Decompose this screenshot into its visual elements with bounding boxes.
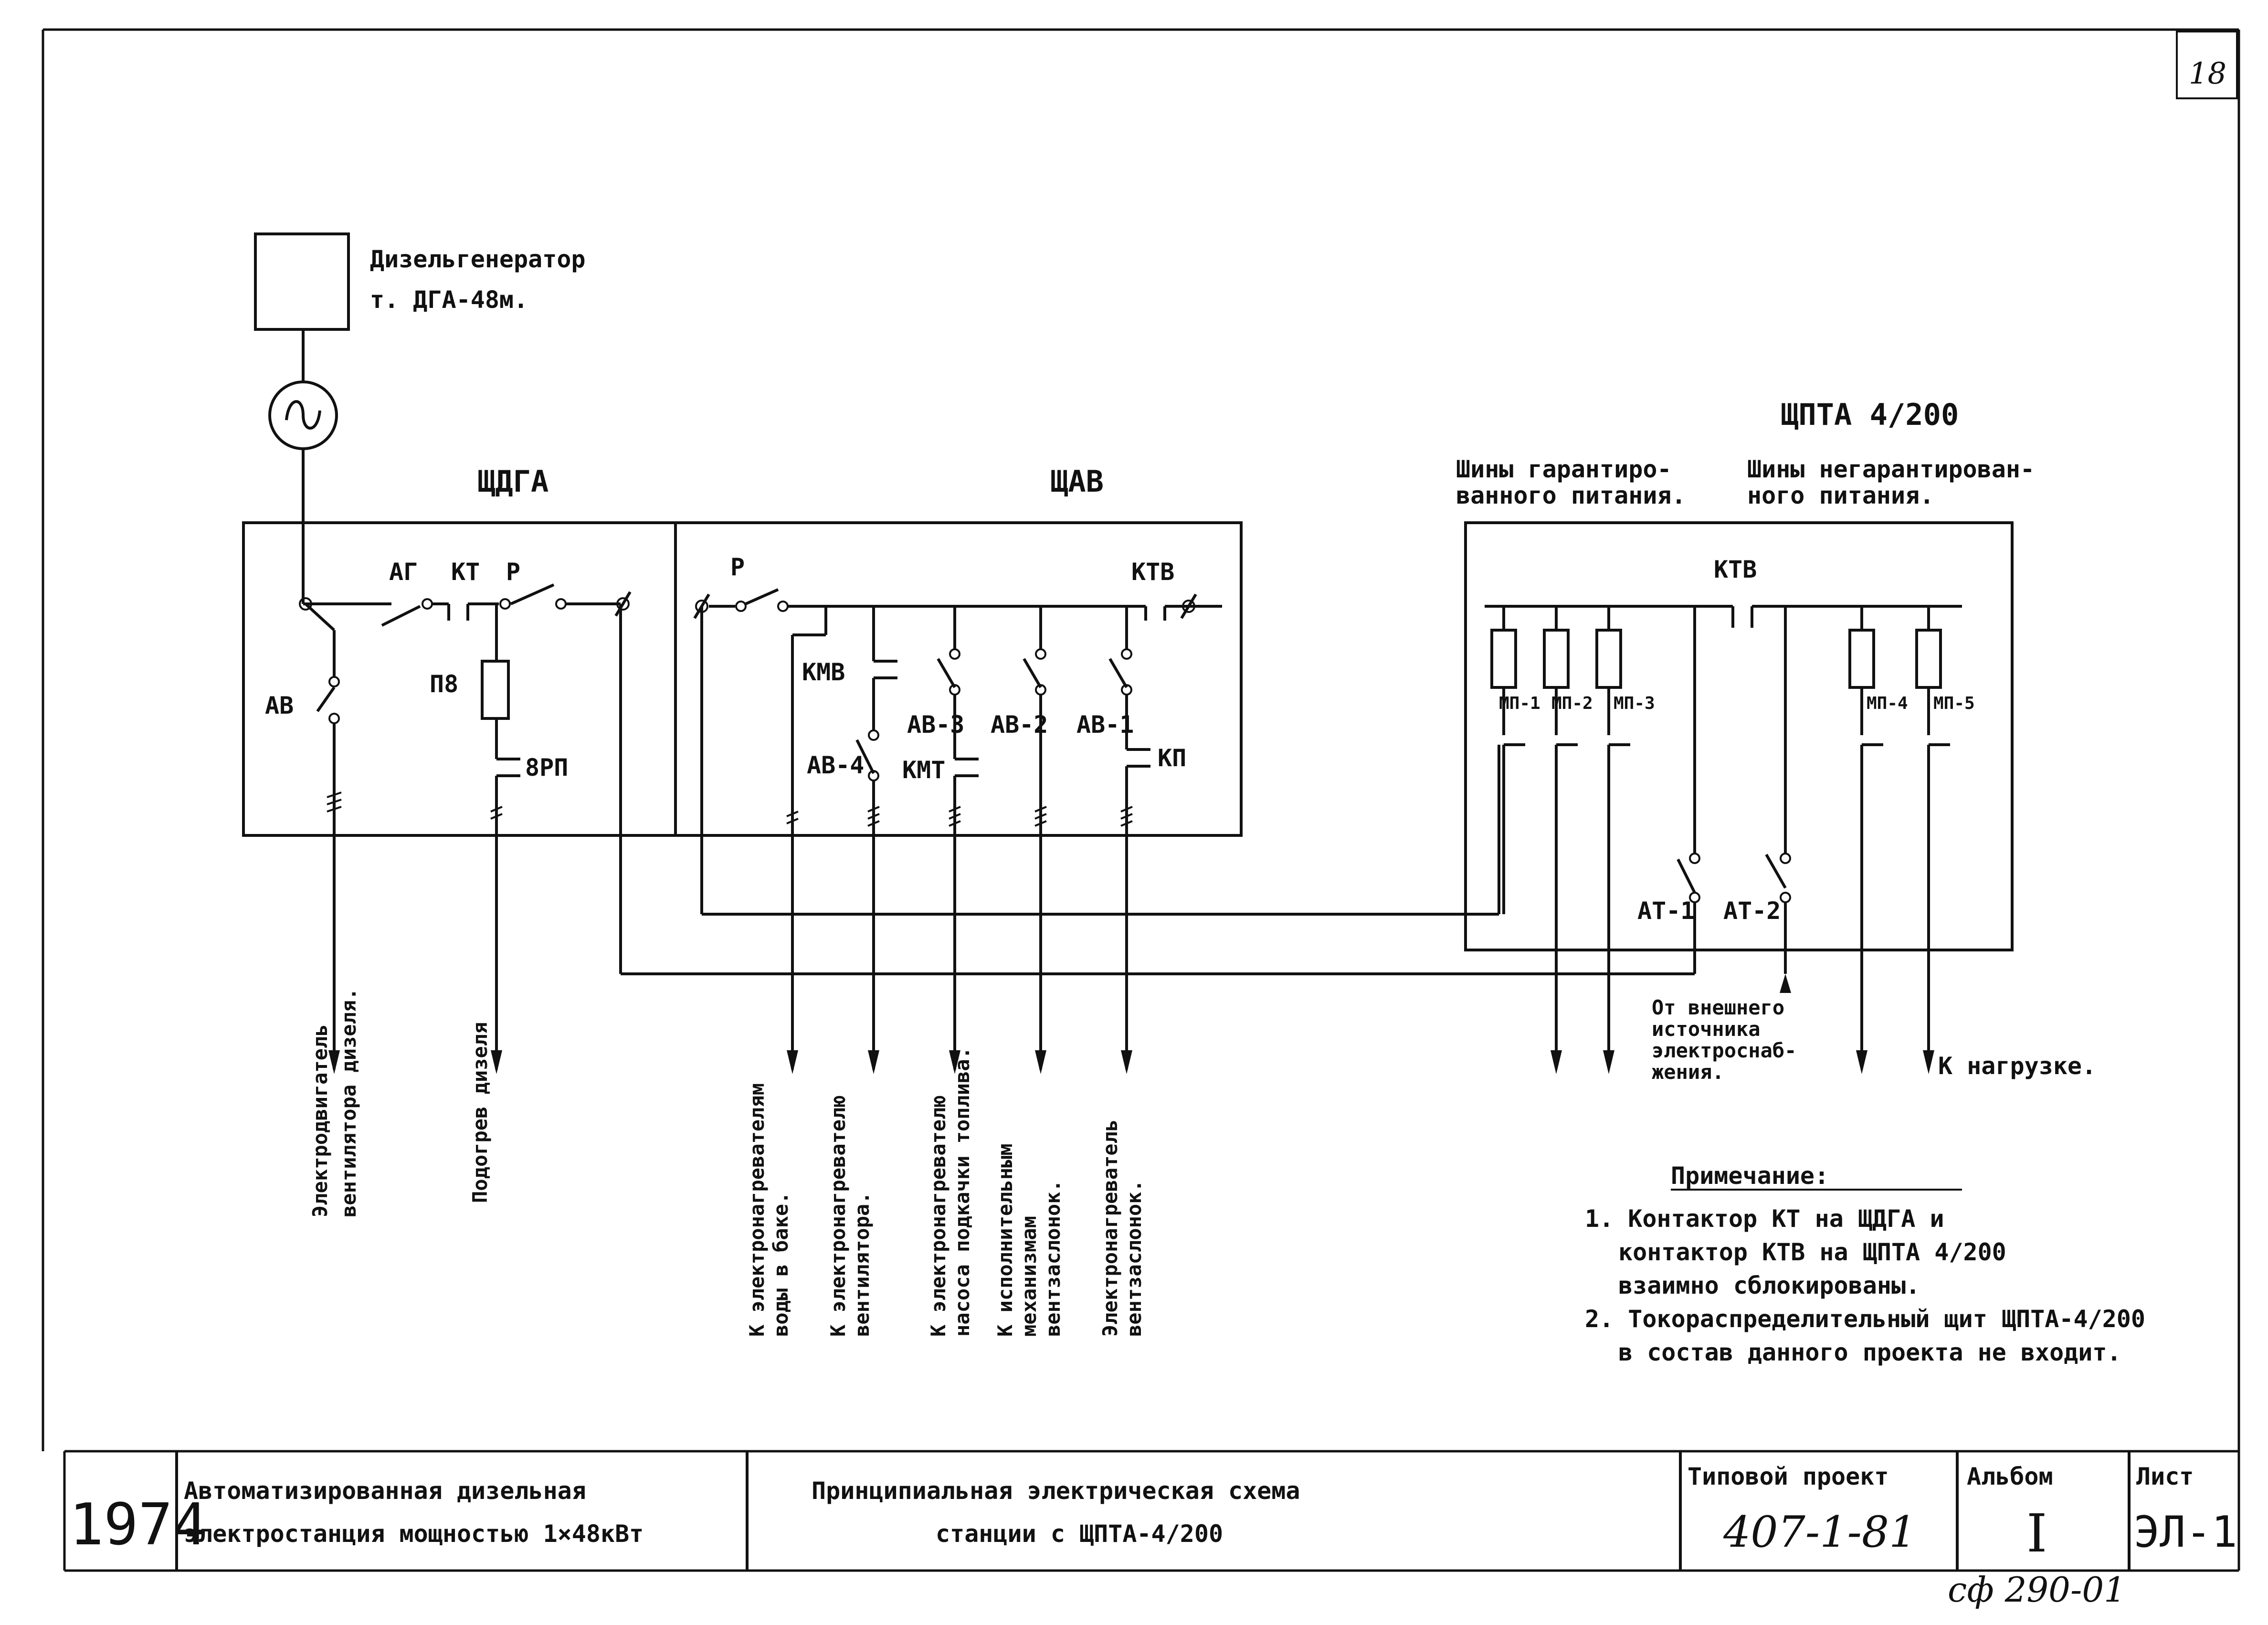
label-ktv1: КТВ xyxy=(1131,558,1174,586)
note-1-line2: контактор КТВ на ЩПТА 4/200 xyxy=(1618,1238,2006,1266)
generator-name: Дизельгенератор xyxy=(370,245,586,273)
title-sheet-label: Лист xyxy=(2136,1463,2194,1490)
out-2-line1: Подогрев дизеля xyxy=(468,1022,492,1203)
title-typical-project-value: 407-1-81 xyxy=(1723,1507,1916,1557)
label-av3: АВ-3 xyxy=(907,711,964,739)
bus-nonguaranteed-line2: ного питания. xyxy=(1747,482,1934,509)
label-av2: АВ-2 xyxy=(991,711,1048,739)
title-project-name-2: электростанция мощностью 1×48кВт xyxy=(184,1520,643,1548)
title-block: 1974 Автоматизированная дизельная электр… xyxy=(69,1451,2237,1571)
panel-shdga: ЩДГА xyxy=(242,464,677,837)
drawing-frame xyxy=(42,28,2240,1572)
notes-block: Примечание: 1. Контактор КТ на ЩДГА и ко… xyxy=(1585,1162,2145,1366)
note-2-line2: в состав данного проекта не входит. xyxy=(1618,1339,2121,1366)
label-mp3: МП-3 xyxy=(1614,694,1655,713)
title-typical-project-label: Типовой проект xyxy=(1688,1463,1888,1490)
title-album-value: I xyxy=(2026,1503,2047,1564)
sheet-number: 18 xyxy=(2189,56,2226,91)
panel-shpta-label: ЩПТА 4/200 xyxy=(1781,397,1959,432)
svg-text:электроснаб-: электроснаб- xyxy=(1652,1039,1796,1062)
out-4-line2: вентилятора. xyxy=(850,1192,874,1337)
out-3-line1: К электронагревателям xyxy=(745,1083,769,1337)
panel-shav-label: ЩАВ xyxy=(1050,464,1104,499)
title-year: 1974 xyxy=(69,1492,207,1558)
out-5-line2: насоса подкачки топлива. xyxy=(950,1047,974,1337)
title-album-label: Альбом xyxy=(1967,1463,2053,1490)
label-at1: АТ-1 xyxy=(1637,897,1695,925)
label-mp1: МП-1 xyxy=(1499,694,1540,713)
sheet-number-box: 18 xyxy=(2176,31,2238,99)
label-mp2: МП-2 xyxy=(1551,694,1593,713)
label-mp4: МП-4 xyxy=(1867,694,1908,713)
panel-shav: ЩАВ xyxy=(674,464,1243,837)
title-drawing-1: Принципиальная электрическая схема xyxy=(812,1477,1300,1505)
load-label: К нагрузке. xyxy=(1938,1052,2096,1080)
note-2-line1: 2. Токораспределительный щит ЩПТА-4/200 xyxy=(1585,1305,2145,1333)
svg-text:От внешнего: От внешнего xyxy=(1652,996,1784,1019)
out-7-line2: вентзаслонок. xyxy=(1122,1180,1146,1337)
generator-type: т. ДГА-48м. xyxy=(370,286,528,314)
note-1-line3: взаимно сблокированы. xyxy=(1618,1272,1920,1299)
panel-shpta: ЩПТА 4/200 Шины гарантиро- ванного питан… xyxy=(1456,397,2035,1050)
interconnect-cables xyxy=(621,745,1696,975)
notes-title: Примечание: xyxy=(1671,1162,1829,1190)
bus-nonguaranteed-line1: Шины негарантирован- xyxy=(1747,455,2035,483)
label-kmv: КМВ xyxy=(802,658,845,686)
out-1-line2: вентилятора дизеля. xyxy=(337,988,360,1217)
label-kt: КТ xyxy=(451,558,480,586)
archive-stamp: сф 290-01 xyxy=(1948,1570,2126,1610)
label-av: АВ xyxy=(265,692,294,719)
external-source-label: От внешнего источника электроснаб- жения… xyxy=(1652,996,1796,1084)
output-arrows xyxy=(328,1050,1934,1074)
title-drawing-2: станции с ЩПТА-4/200 xyxy=(936,1520,1223,1548)
fuse-p8 xyxy=(481,660,510,720)
label-ktv2: КТВ xyxy=(1714,556,1757,583)
label-8rp: 8РП xyxy=(525,754,568,781)
label-ag: АГ xyxy=(389,558,418,586)
label-mp5: МП-5 xyxy=(1933,694,1975,713)
out-3-line2: воды в баке. xyxy=(769,1192,792,1337)
label-av1: АВ-1 xyxy=(1076,711,1134,739)
out-1-line1: Электродвигатель xyxy=(308,1024,332,1217)
shdga-circuit: АВ АГ КТ Р П8 8РП xyxy=(265,558,632,1069)
bus-guaranteed-line1: Шины гарантиро- xyxy=(1456,455,1672,483)
note-1-line1: 1. Контактор КТ на ЩДГА и xyxy=(1585,1205,1944,1233)
label-p8: П8 xyxy=(430,670,458,698)
label-r2: Р xyxy=(730,553,745,581)
output-captions: Электродвигатель вентилятора дизеля. Под… xyxy=(308,988,1146,1337)
generator-box xyxy=(254,232,350,331)
panel-shdga-label: ЩДГА xyxy=(477,464,549,499)
out-6-line2: механизмам xyxy=(1017,1216,1041,1337)
shav-circuit: Р КТВ КМВ АВ-4 АВ-3 КМТ xyxy=(693,553,1222,1069)
out-6-line3: вентзаслонок. xyxy=(1041,1180,1065,1337)
out-6-line1: К исполнительным xyxy=(993,1143,1017,1337)
label-av4: АВ-4 xyxy=(807,751,864,779)
out-7-line1: Электронагреватель xyxy=(1098,1119,1122,1337)
label-r1: Р xyxy=(506,558,520,586)
label-kp: КП xyxy=(1158,744,1186,772)
svg-text:жения.: жения. xyxy=(1652,1060,1724,1084)
out-5-line1: К электронагревателю xyxy=(927,1095,950,1337)
out-4-line1: К электронагревателю xyxy=(826,1095,850,1337)
cable-markers xyxy=(327,791,1133,827)
label-at2: АТ-2 xyxy=(1723,897,1781,925)
diesel-generator: Дизельгенератор т. ДГА-48м. xyxy=(254,232,586,604)
title-project-name-1: Автоматизированная дизельная xyxy=(184,1477,586,1505)
title-sheet-value: ЭЛ-1 xyxy=(2134,1507,2237,1557)
svg-text:источника: источника xyxy=(1652,1017,1761,1041)
bus-guaranteed-line2: ванного питания. xyxy=(1456,482,1686,509)
label-kmt: КМТ xyxy=(902,756,945,784)
